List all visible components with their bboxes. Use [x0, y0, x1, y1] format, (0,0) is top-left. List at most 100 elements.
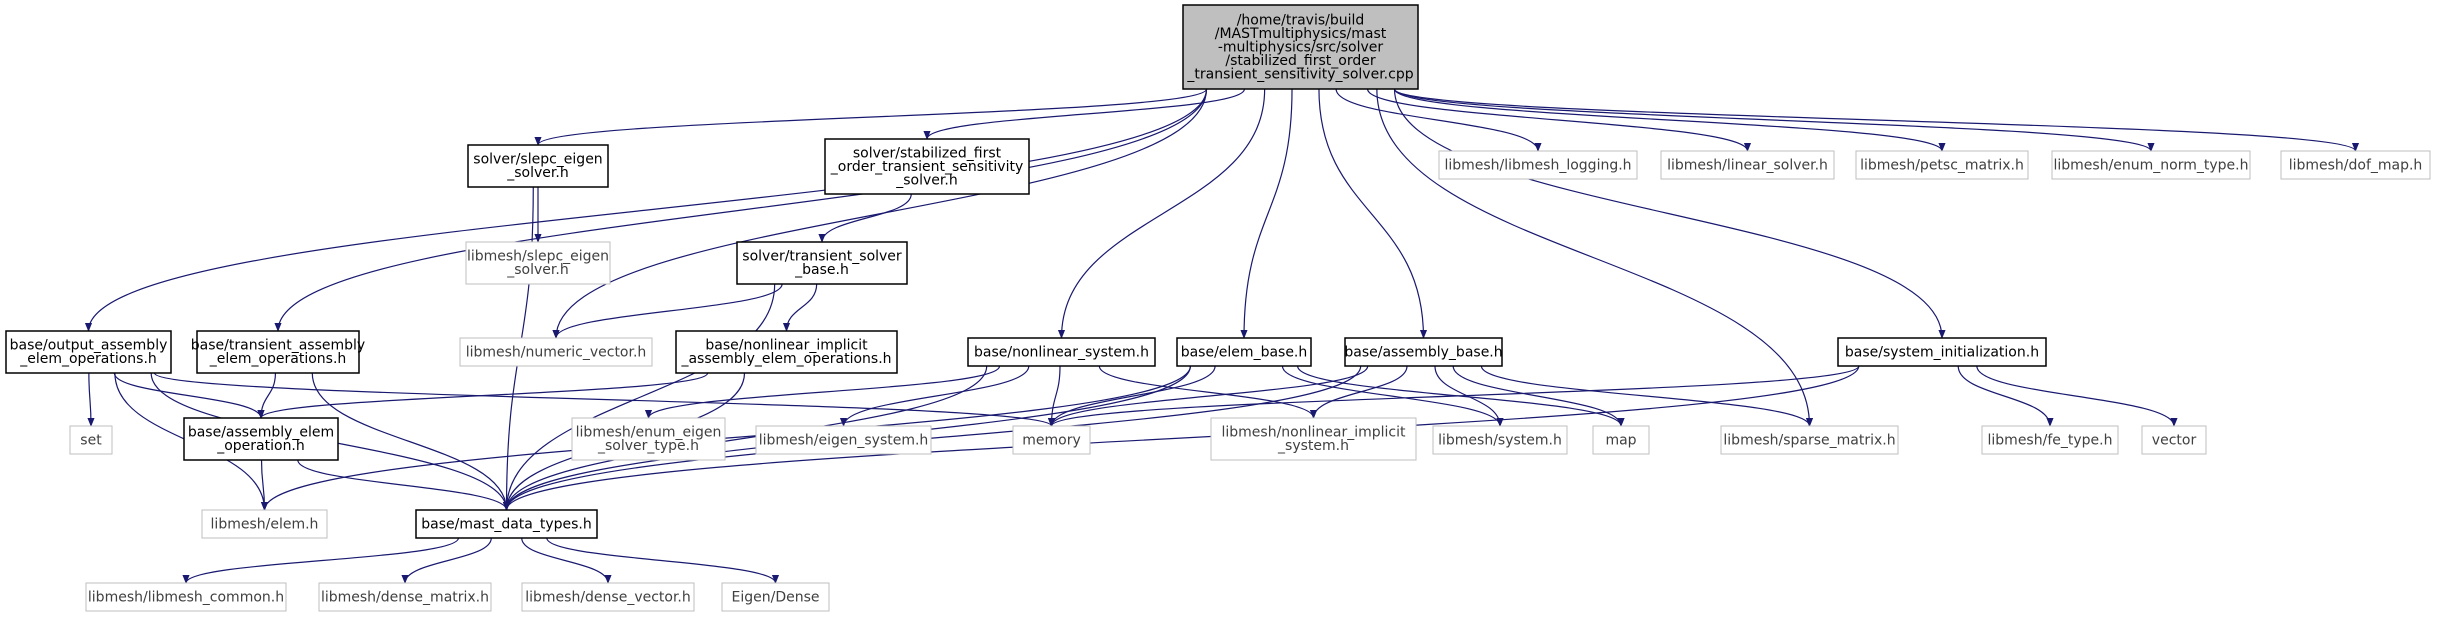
node-box	[1344, 337, 1503, 367]
node-label-line: _solver.h	[506, 262, 568, 278]
node-stab-solver-h[interactable]: solver/stabilized_first_order_transient_…	[824, 138, 1030, 195]
node-system-h: libmesh/system.h	[1432, 425, 1568, 455]
node-label-line: solver/slepc_eigen	[473, 152, 602, 168]
node-linear-solver: libmesh/linear_solver.h	[1660, 150, 1835, 180]
edge-nonlinear-system-to-memory	[1047, 365, 1061, 427]
node-box	[85, 582, 287, 612]
node-assembly-base[interactable]: base/assembly_base.h	[1344, 337, 1503, 367]
node-label-line: base/transient_assembly	[191, 338, 365, 354]
node-libmesh-logging: libmesh/libmesh_logging.h	[1438, 150, 1638, 180]
node-mast-data-types[interactable]: base/mast_data_types.h	[415, 509, 598, 539]
node-label-line: libmesh/numeric_vector.h	[466, 344, 647, 360]
node-label-line: _order_transient_sensitivity	[830, 159, 1023, 175]
edge-root-to-assembly-base	[1318, 88, 1428, 339]
node-label-line: libmesh/enum_norm_type.h	[2054, 157, 2249, 173]
edge-root-to-enum-norm-type	[1393, 88, 2155, 152]
node-label-line: vector	[2152, 432, 2197, 448]
node-dof-map: libmesh/dof_map.h	[2280, 150, 2431, 180]
node-slepc-eigen-solver[interactable]: solver/slepc_eigen_solver.h	[467, 144, 609, 188]
node-box	[755, 425, 932, 455]
node-libmesh-slepc: libmesh/slepc_eigen_solver.h	[465, 241, 611, 285]
node-label-line: libmesh/elem.h	[211, 516, 319, 532]
node-enum-eigen-solver-type: libmesh/enum_eigen_solver_type.h	[571, 417, 726, 461]
node-box	[1720, 425, 1899, 455]
node-label-line: _solver.h	[895, 172, 957, 188]
edge-system-init-to-mast-data-types	[503, 365, 1860, 511]
node-vector: vector	[2141, 425, 2207, 455]
node-label-line: _assembly_elem_operations.h	[680, 351, 891, 367]
edge-root-to-linear-solver	[1366, 88, 1752, 152]
node-box	[201, 509, 328, 539]
node-sparse-matrix: libmesh/sparse_matrix.h	[1720, 425, 1899, 455]
edge-system-init-to-vector	[1976, 365, 2178, 427]
node-label-line: Eigen/Dense	[732, 589, 820, 605]
edge-mast-data-types-to-dense-vector	[521, 537, 612, 584]
node-petsc-matrix: libmesh/petsc_matrix.h	[1855, 150, 2029, 180]
node-label-line: libmesh/linear_solver.h	[1667, 157, 1828, 173]
node-box	[183, 417, 339, 461]
node-box	[1432, 425, 1568, 455]
node-root[interactable]: /home/travis/build/MASTmultiphysics/mast…	[1182, 4, 1419, 90]
node-label-line: _solver.h	[506, 165, 568, 181]
node-assembly-elem-op[interactable]: base/assembly_elem_operation.h	[183, 417, 339, 461]
node-fe-type: libmesh/fe_type.h	[1981, 425, 2119, 455]
node-box	[521, 582, 695, 612]
node-label-line: /stabilized_first_order	[1225, 53, 1375, 69]
nodes-layer: /home/travis/build/MASTmultiphysics/mast…	[5, 4, 2431, 612]
node-box	[2280, 150, 2431, 180]
node-box	[1981, 425, 2119, 455]
node-label-line: libmesh/sparse_matrix.h	[1723, 432, 1895, 448]
edge-root-to-sparse-matrix	[1376, 88, 1814, 427]
node-box	[824, 138, 1030, 195]
node-label-line: libmesh/petsc_matrix.h	[1860, 157, 2024, 173]
node-box	[5, 330, 172, 374]
edge-mast-data-types-to-libmesh-common	[182, 537, 460, 584]
node-label-line: libmesh/slepc_eigen	[467, 249, 609, 265]
node-box	[736, 241, 908, 285]
node-box	[1855, 150, 2029, 180]
node-label-line: /home/travis/build	[1237, 12, 1365, 28]
node-box	[467, 144, 609, 188]
node-box	[415, 509, 598, 539]
edge-output-assembly-to-assembly-elem-op	[113, 372, 265, 419]
edge-assembly-base-to-nonlinear-implicit-system	[1309, 365, 1408, 419]
node-transient-assembly[interactable]: base/transient_assembly_elem_operations.…	[191, 330, 365, 374]
node-box	[465, 241, 611, 285]
edge-root-to-nonlinear-system	[1057, 88, 1266, 339]
edge-assembly-base-to-mast-data-types	[502, 365, 1362, 511]
node-transient-solver-base[interactable]: solver/transient_solver_base.h	[736, 241, 908, 285]
node-system-init[interactable]: base/system_initialization.h	[1837, 337, 2047, 367]
node-elem-base[interactable]: base/elem_base.h	[1176, 337, 1312, 367]
node-label-line: solver/stabilized_first	[853, 145, 1002, 161]
node-label-line: _base.h	[794, 262, 849, 278]
node-nonlinear-implicit-ops[interactable]: base/nonlinear_implicit_assembly_elem_op…	[675, 330, 898, 374]
node-label-line: base/mast_data_types.h	[421, 516, 592, 532]
node-set: set	[69, 425, 113, 455]
node-label-line: libmesh/nonlinear_implicit	[1222, 425, 1406, 441]
node-box	[1012, 425, 1091, 455]
edge-elem-base-to-elem-h	[261, 365, 1191, 511]
node-enum-norm-type: libmesh/enum_norm_type.h	[2051, 150, 2251, 180]
edge-root-to-petsc-matrix	[1393, 88, 1946, 152]
node-box	[69, 425, 113, 455]
edge-root-to-elem-base	[1240, 88, 1293, 339]
node-output-assembly[interactable]: base/output_assembly_elem_operations.h	[5, 330, 172, 374]
edge-output-assembly-to-set	[87, 372, 95, 427]
node-dense-matrix: libmesh/dense_matrix.h	[318, 582, 492, 612]
edge-root-to-stab-solver-h	[923, 88, 1246, 140]
node-label-line: map	[1605, 432, 1636, 448]
node-box	[1176, 337, 1312, 367]
node-label-line: libmesh/dense_matrix.h	[321, 589, 489, 605]
node-memory: memory	[1012, 425, 1091, 455]
edge-assembly-elem-op-to-elem-h	[260, 459, 269, 511]
edge-elem-base-to-memory	[1047, 365, 1216, 427]
node-libmesh-common: libmesh/libmesh_common.h	[85, 582, 287, 612]
node-box	[2141, 425, 2207, 455]
node-nonlinear-system[interactable]: base/nonlinear_system.h	[967, 337, 1156, 367]
node-box	[196, 330, 360, 374]
edge-system-init-to-memory	[1048, 365, 1860, 427]
node-label-line: _transient_sensitivity_solver.cpp	[1186, 66, 1413, 82]
node-label-line: libmesh/dense_vector.h	[525, 589, 691, 605]
edge-root-to-output-assembly	[84, 88, 1208, 332]
